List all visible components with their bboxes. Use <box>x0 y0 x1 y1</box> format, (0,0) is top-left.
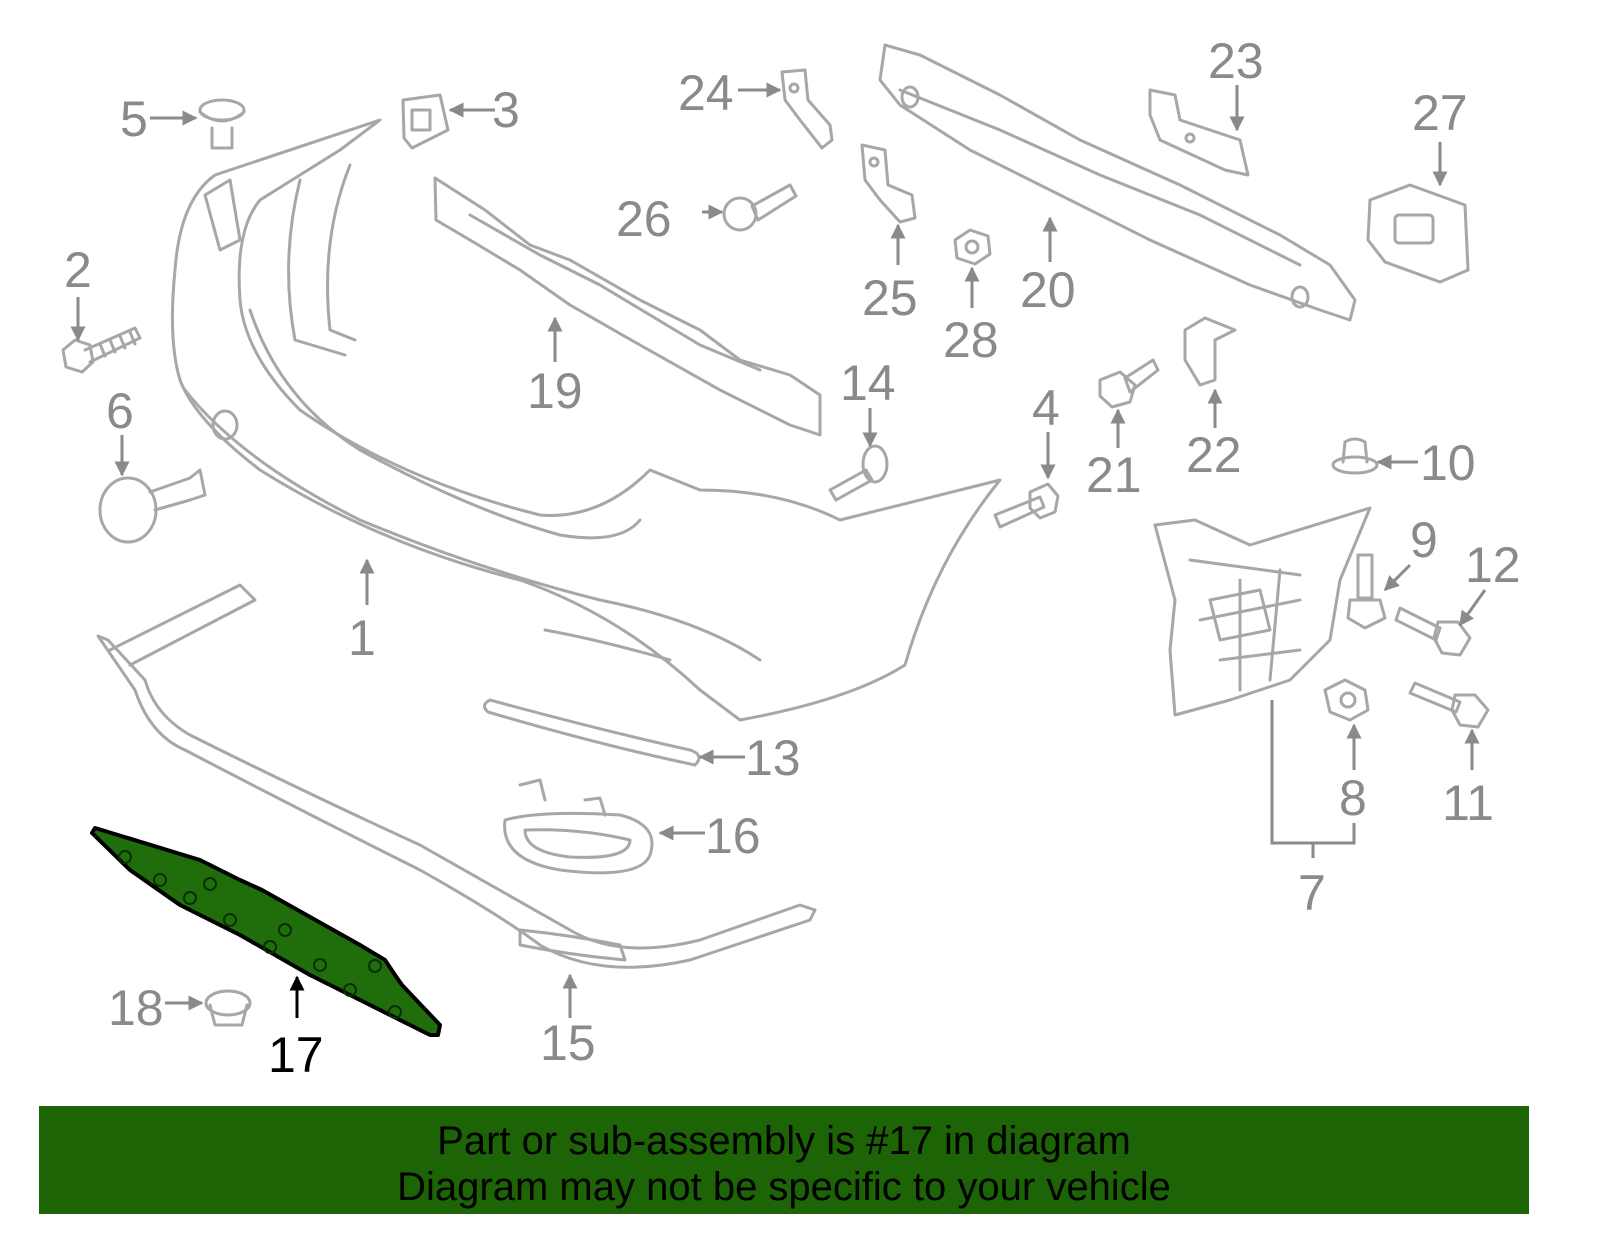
part-4-bolt <box>993 482 1060 529</box>
callout-labels: 1 2 3 4 5 6 7 8 9 10 11 12 13 14 15 16 1… <box>64 33 1521 1083</box>
part-20-reinforcement <box>878 43 1357 322</box>
part-8-bolt <box>1323 678 1370 722</box>
callout-7: 7 <box>1298 865 1326 921</box>
part-5-push-pin <box>198 98 246 150</box>
part-6-tow-cover <box>98 468 207 544</box>
part-26-screw <box>722 183 798 232</box>
callout-8: 8 <box>1339 770 1367 826</box>
callout-10: 10 <box>1420 435 1476 491</box>
part-10-clip-nut <box>1331 437 1379 475</box>
callout-6: 6 <box>106 383 134 439</box>
callout-17: 17 <box>268 1027 324 1083</box>
part-23-bracket <box>1148 88 1250 177</box>
callout-15: 15 <box>540 1015 596 1071</box>
callout-1: 1 <box>348 610 376 666</box>
part-17-highlighted <box>90 826 442 1037</box>
part-28-nut <box>953 228 992 266</box>
callout-26: 26 <box>616 191 672 247</box>
callout-14: 14 <box>840 355 896 411</box>
callout-11: 11 <box>1442 775 1494 831</box>
part-24-bracket <box>780 68 834 150</box>
callout-12: 12 <box>1465 537 1521 593</box>
callout-28: 28 <box>943 312 999 368</box>
part-3-clip <box>401 93 450 150</box>
callout-13: 13 <box>745 730 801 786</box>
part-19-energy-absorber <box>433 176 822 437</box>
callout-24: 24 <box>678 65 734 121</box>
callout-27: 27 <box>1412 85 1468 141</box>
callout-22: 22 <box>1186 427 1242 483</box>
part-13-reflector-strip <box>483 698 701 767</box>
callout-20: 20 <box>1020 262 1076 318</box>
part-7-bracket <box>1153 506 1372 717</box>
callout-3: 3 <box>492 82 520 138</box>
callout-23: 23 <box>1208 33 1264 89</box>
part-1-bumper-cover <box>170 118 1002 722</box>
leader-lines <box>70 82 1487 1018</box>
part-21-bolt <box>1098 358 1160 409</box>
banner-line-disclaimer: Diagram may not be specific to your vehi… <box>397 1165 1171 1209</box>
callout-2: 2 <box>64 242 92 298</box>
part-12-bolt <box>1394 606 1472 657</box>
callout-5: 5 <box>120 91 148 147</box>
part-9-bolt <box>1346 553 1387 630</box>
callout-25: 25 <box>862 270 918 326</box>
banner-line-part: Part or sub-assembly is #17 in diagram <box>437 1119 1131 1163</box>
callout-18: 18 <box>108 980 164 1036</box>
callout-21: 21 <box>1086 447 1142 503</box>
part-27-sensor <box>1366 183 1470 284</box>
part-info-banner: Part or sub-assembly is #17 in diagram D… <box>39 1106 1529 1214</box>
part-22-bracket <box>1183 316 1237 387</box>
part-16-exhaust-tip <box>503 778 654 875</box>
part-11-bolt <box>1408 681 1490 729</box>
callout-4: 4 <box>1032 380 1060 436</box>
part-2-bolt <box>61 326 142 374</box>
callout-9: 9 <box>1410 512 1438 568</box>
callout-16: 16 <box>705 808 761 864</box>
part-15-lower-valance <box>96 583 817 969</box>
part-25-bracket <box>860 143 917 224</box>
part-14-screw <box>828 444 889 502</box>
part-18-nut <box>204 989 252 1027</box>
callout-19: 19 <box>527 363 583 419</box>
